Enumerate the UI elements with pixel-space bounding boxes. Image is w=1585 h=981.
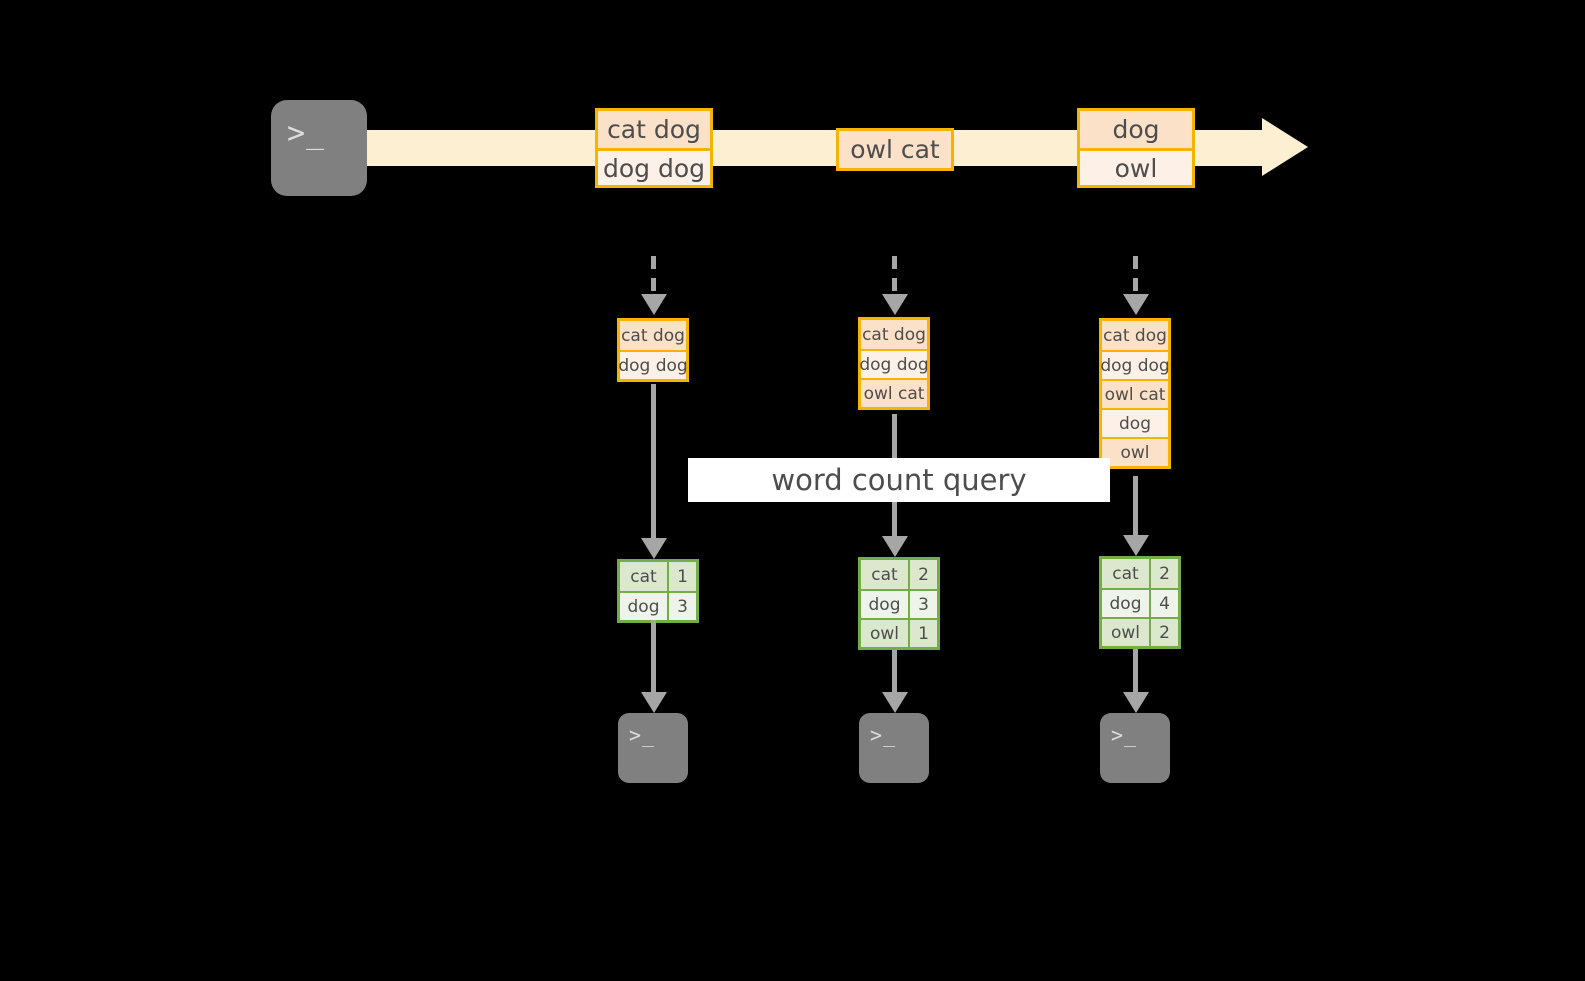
result-count: 2: [1149, 559, 1178, 588]
result-count: 3: [908, 591, 937, 618]
table-row: cat 1: [620, 562, 696, 591]
terminal-hatch-border: [851, 705, 937, 791]
result-count: 3: [667, 593, 696, 620]
result-word: owl: [1102, 619, 1149, 646]
input-stack-row: cat dog: [620, 321, 686, 350]
input-stack-row: owl cat: [1102, 379, 1168, 408]
table-row: dog 4: [1102, 588, 1178, 617]
table-row: cat 2: [1102, 559, 1178, 588]
input-stack-row: owl cat: [861, 378, 927, 407]
query-connector-1: [651, 384, 656, 541]
result-count: 4: [1149, 590, 1178, 617]
terminal-prompt-glyph: >_: [870, 723, 897, 747]
table-row: dog 3: [861, 589, 937, 618]
stream-message-2: owl cat: [836, 128, 954, 171]
stream-message-line: owl cat: [839, 131, 951, 168]
query-connector-3: [1133, 476, 1138, 539]
result-word: dog: [1102, 590, 1149, 617]
sink-connector-1: [651, 620, 656, 696]
table-row: owl 1: [861, 618, 937, 647]
terminal-prompt-glyph: >_: [629, 723, 656, 747]
trigger-connector-3: [1133, 256, 1138, 298]
trigger-connector-3-head: [1123, 294, 1149, 315]
result-count: 1: [667, 562, 696, 591]
terminal-hatch-border: [610, 705, 696, 791]
sink-connector-3: [1133, 649, 1138, 696]
terminal-prompt-glyph: >_: [1111, 723, 1138, 747]
trigger-connector-1: [651, 256, 656, 298]
source-terminal-icon: >_: [262, 91, 376, 205]
query-connector-1-head: [641, 538, 667, 559]
result-word: cat: [1102, 559, 1149, 588]
result-count: 1: [908, 620, 937, 647]
table-row: dog 3: [620, 591, 696, 620]
stream-message-line: owl: [1080, 148, 1192, 185]
result-word: dog: [861, 591, 908, 618]
input-stack-row: cat dog: [861, 320, 927, 349]
result-word: cat: [620, 562, 667, 591]
stream-message-line: dog dog: [598, 148, 710, 185]
input-stack-2: cat dog dog dog owl cat: [858, 317, 930, 410]
stream-arrow-head: [1262, 118, 1308, 176]
result-word: cat: [861, 560, 908, 589]
result-count: 2: [908, 560, 937, 589]
stream-message-3: dog owl: [1077, 108, 1195, 188]
result-table-1: cat 1 dog 3: [617, 559, 699, 623]
terminal-prompt-glyph: >_: [287, 116, 326, 151]
trigger-connector-2-head: [882, 294, 908, 315]
trigger-connector-2: [892, 256, 897, 298]
input-stack-row: dog dog: [1100, 350, 1170, 379]
stream-message-1: cat dog dog dog: [595, 108, 713, 188]
query-connector-3-head: [1123, 535, 1149, 556]
input-stack-row: dog: [1102, 408, 1168, 437]
input-stack-row: owl: [1102, 437, 1168, 466]
sink-connector-2: [892, 650, 897, 696]
result-table-3: cat 2 dog 4 owl 2: [1099, 556, 1181, 649]
terminal-hatch-border: [1092, 705, 1178, 791]
input-stack-row: cat dog: [1102, 321, 1168, 350]
table-row: cat 2: [861, 560, 937, 589]
input-stack-row: dog dog: [618, 350, 688, 379]
result-table-2: cat 2 dog 3 owl 1: [858, 557, 940, 650]
result-word: owl: [861, 620, 908, 647]
sink-terminal-3-icon: >_: [1092, 705, 1178, 791]
stream-message-line: dog: [1080, 111, 1192, 148]
input-stack-1: cat dog dog dog: [617, 318, 689, 382]
sink-connector-2-head: [882, 692, 908, 713]
input-stack-row: dog dog: [859, 349, 929, 378]
sink-connector-1-head: [641, 692, 667, 713]
sink-terminal-2-icon: >_: [851, 705, 937, 791]
table-row: owl 2: [1102, 617, 1178, 646]
input-stack-3: cat dog dog dog owl cat dog owl: [1099, 318, 1171, 469]
result-count: 2: [1149, 619, 1178, 646]
trigger-connector-1-head: [641, 294, 667, 315]
query-label: word count query: [688, 458, 1110, 502]
sink-terminal-1-icon: >_: [610, 705, 696, 791]
query-connector-2-head: [882, 536, 908, 557]
result-word: dog: [620, 593, 667, 620]
sink-connector-3-head: [1123, 692, 1149, 713]
stream-message-line: cat dog: [598, 111, 710, 148]
